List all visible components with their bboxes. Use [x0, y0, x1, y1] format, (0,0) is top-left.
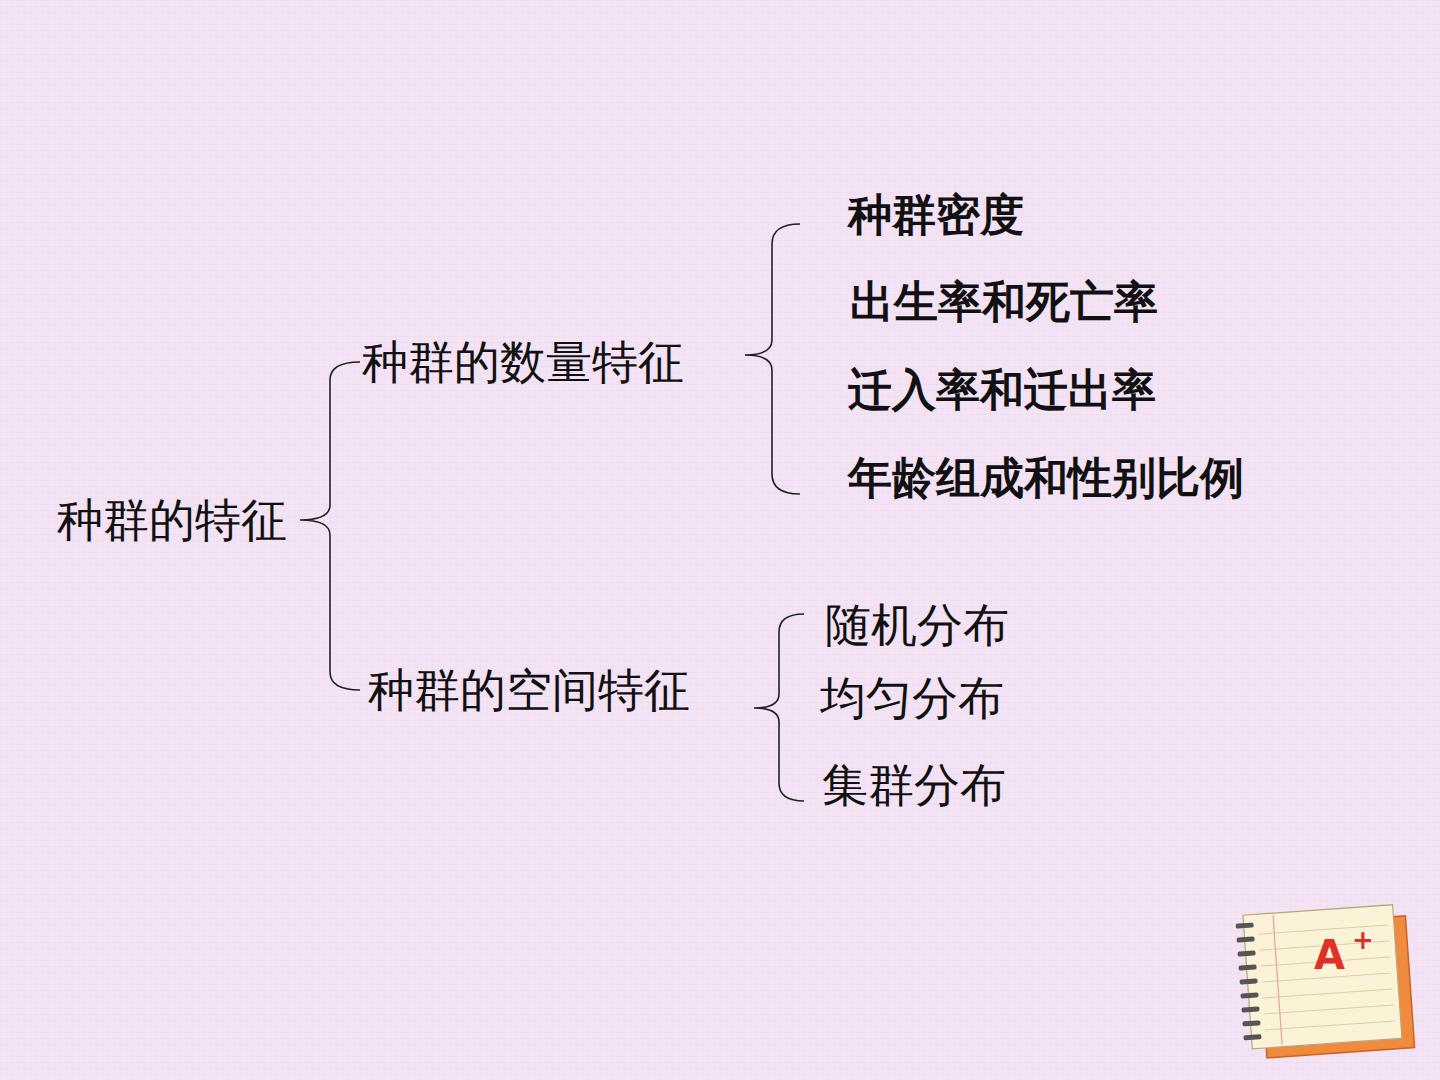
leaf-label: 出生率和死亡率: [850, 280, 1158, 324]
leaf-label: 均匀分布: [820, 675, 1004, 721]
branch-label: 种群的空间特征: [368, 667, 690, 713]
icon-letter: +: [1352, 927, 1374, 953]
spatial-brace: [754, 614, 804, 801]
leaf-label: 年龄组成和性别比例: [848, 456, 1244, 500]
root-label: 种群的特征: [57, 497, 287, 543]
leaf-label: 迁入率和迁出率: [848, 368, 1156, 412]
notebook-page: [1243, 905, 1402, 1049]
leaf-label: 种群密度: [848, 193, 1024, 237]
leaf-label: 随机分布: [825, 602, 1009, 648]
main-brace: [300, 362, 360, 690]
leaf-label: 集群分布: [822, 762, 1006, 808]
icon-letter: A: [1314, 935, 1345, 975]
quantity-brace: [745, 224, 800, 494]
notebook-icon: [1235, 904, 1415, 1060]
branch-label: 种群的数量特征: [362, 339, 684, 385]
